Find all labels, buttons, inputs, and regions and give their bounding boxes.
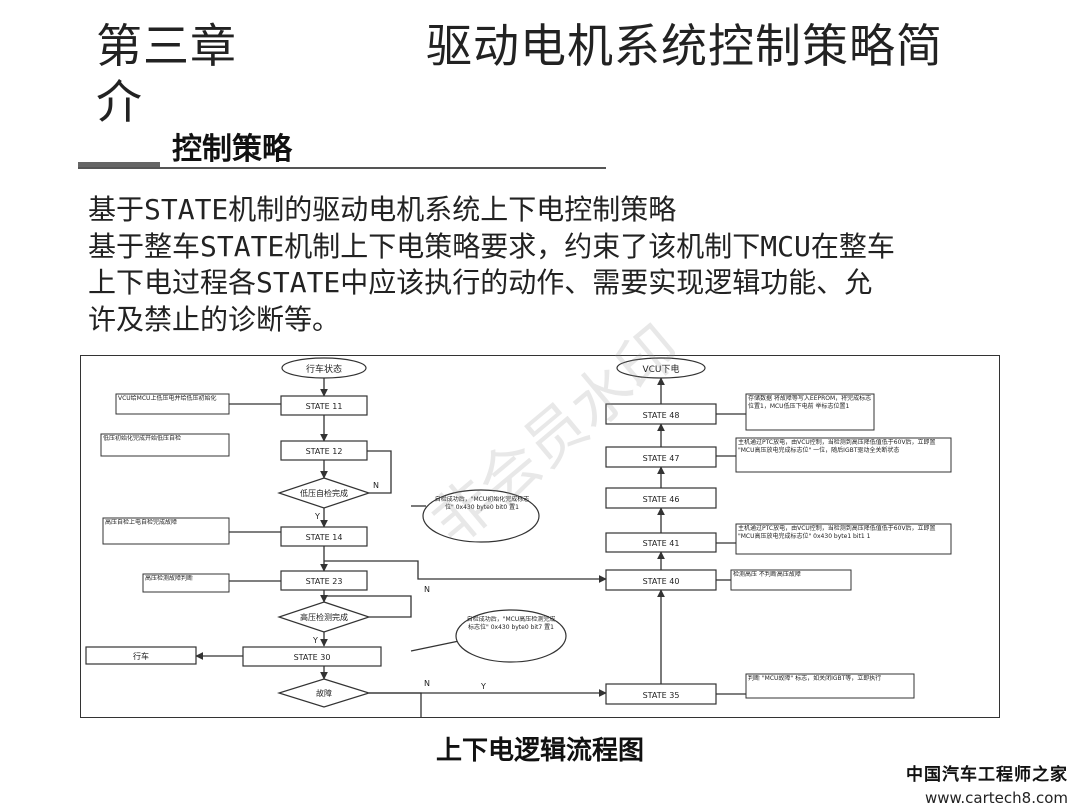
note-box: 主机通过PTC放电，由VCU控制，当检测到高压降低值低于60V后，立即置 "MC…	[735, 523, 952, 555]
decision-node: 故障	[276, 678, 372, 708]
right-column: VCU下电 STATE 48 STATE 47 STATE 46 STATE 4…	[605, 357, 952, 705]
connector-lines	[195, 377, 746, 717]
note-box: 存储数据 将故障等写入EEPROM，将完成标志位置1，MCU低压下电前 举标志位…	[745, 393, 875, 431]
callout-bubble: 自检成功后，"MCU高压检测完成标志位" 0x430 byte0 bit7 置1	[455, 609, 567, 663]
no-label: N	[373, 481, 379, 490]
note-text: 低压初始化完成开始低压自检	[103, 435, 182, 442]
chapter-heading: 驱动电机系统控制策略简	[426, 19, 943, 73]
state-box: STATE 40	[605, 569, 717, 591]
body-line: 上下电过程各STATE中应该执行的动作、需要实现逻辑功能、允	[88, 266, 873, 299]
callout-text: 自检成功后，"MCU高压检测完成标志位" 0x430 byte0 bit7 置1	[466, 616, 556, 631]
state-label: STATE 46	[643, 495, 680, 504]
yes-label: Y	[312, 636, 318, 645]
state-label: STATE 11	[306, 402, 343, 411]
state-label: STATE 48	[643, 411, 680, 420]
state-label: STATE 47	[643, 454, 680, 463]
body-line: 基于STATE机制的驱动电机系统上下电控制策略	[88, 193, 677, 226]
state-box: STATE 14	[280, 526, 368, 547]
note-text: VCU给MCU上低压电并给低压初始化	[118, 395, 217, 402]
state-box: STATE 23	[280, 570, 368, 591]
state-box: STATE 35	[605, 683, 717, 705]
note-box: VCU给MCU上低压电并给低压初始化	[115, 393, 230, 415]
state-box: STATE 46	[605, 487, 717, 509]
note-box: 高压检测故障判断	[142, 573, 230, 593]
note-box: 检测高压 不判断高压故障	[730, 569, 852, 591]
state-box: STATE 41	[605, 532, 717, 553]
body-line: 许及禁止的诊断等。	[88, 302, 341, 336]
state-label: STATE 30	[294, 653, 331, 662]
end-label: VCU下电	[642, 363, 679, 375]
decision-node: 低压自检完成	[277, 477, 371, 509]
no-label: N	[424, 585, 430, 594]
power-flow-diagram: 行车状态 STATE 11 STATE 12 低压自检完成 STATE 14 S…	[80, 355, 1000, 718]
flowchart-svg: 行车状态 STATE 11 STATE 12 低压自检完成 STATE 14 S…	[85, 357, 952, 717]
state-label: STATE 23	[306, 577, 343, 586]
note-box: 主机通过PTC放电，由VCU控制，当检测到高压降低值低于60V后，立即置 "MC…	[735, 437, 952, 473]
state-box: STATE 30	[242, 646, 382, 667]
brand-name: 中国汽车工程师之家	[906, 765, 1068, 785]
decision-label: 高压检测完成	[300, 612, 348, 622]
body-line: 基于整车STATE机制上下电策略要求，约束了该机制下MCU在整车	[88, 229, 895, 263]
decision-label: 低压自检完成	[300, 488, 348, 498]
decision-node: 高压检测完成	[277, 601, 371, 633]
state-box: STATE 48	[605, 403, 717, 425]
state-box: STATE 11	[280, 395, 368, 416]
callout-text: 自检成功后，"MCU初始化完成标志位" 0x430 byte0 bit0 置1	[434, 496, 530, 511]
note-text: 主机通过PTC放电，由VCU控制，当检测到高压降低值低于60V后，立即置 "MC…	[738, 525, 936, 540]
yes-label: Y	[314, 512, 320, 521]
body-text: 基于STATE机制的驱动电机系统上下电控制策略 基于整车STATE机制上下电策略…	[88, 192, 1028, 338]
note-box: 高压自检上电自检完成故障	[102, 517, 230, 545]
figure-caption: 上下电逻辑流程图	[435, 736, 644, 766]
state-box: STATE 12	[280, 440, 368, 461]
state-box: STATE 47	[605, 446, 717, 468]
drive-label: 行车	[133, 651, 149, 661]
note-text: 高压检测故障判断	[145, 575, 194, 582]
left-column: 行车状态 STATE 11 STATE 12 低压自检完成 STATE 14 S…	[85, 357, 567, 708]
note-text: 高压自检上电自检完成故障	[105, 519, 178, 526]
section-label: 控制策略	[172, 132, 292, 167]
callout-bubble: 自检成功后，"MCU初始化完成标志位" 0x430 byte0 bit0 置1	[422, 489, 540, 543]
chapter-heading-continued: 介	[96, 75, 143, 129]
state-label: STATE 14	[306, 533, 343, 542]
section-rule-accent	[78, 162, 160, 169]
yes-label: Y	[480, 682, 486, 691]
note-text: 判断 "MCU故障" 标志，如关闭IGBT等，立即执行	[748, 675, 882, 682]
note-text: 主机通过PTC放电，由VCU控制，当检测到高压降低值低于60V后，立即置 "MC…	[738, 439, 936, 454]
note-box: 低压初始化完成开始低压自检	[100, 433, 230, 457]
state-label: STATE 40	[643, 577, 680, 586]
drive-box: 行车	[85, 646, 197, 665]
chapter-title: 第三章 驱动电机系统控制策略简 介	[96, 18, 943, 130]
no-label: N	[424, 679, 430, 688]
note-text: 检测高压 不判断高压故障	[733, 571, 801, 578]
chapter-number: 第三章	[96, 19, 237, 73]
section-rule	[78, 167, 606, 169]
end-node: VCU下电	[616, 357, 706, 379]
start-label: 行车状态	[306, 363, 342, 375]
state-label: STATE 35	[643, 691, 680, 700]
state-label: STATE 12	[306, 447, 343, 456]
note-text: 存储数据 将故障等写入EEPROM，将完成标志位置1，MCU低压下电前 举标志位…	[748, 395, 872, 410]
note-box: 判断 "MCU故障" 标志，如关闭IGBT等，立即执行	[745, 673, 915, 699]
state-label: STATE 41	[643, 539, 680, 548]
brand-logo: 中国汽车工程师之家 www.cartech8.com	[906, 760, 1068, 807]
start-node: 行车状态	[281, 357, 367, 379]
brand-url: www.cartech8.com	[924, 789, 1068, 807]
decision-label: 故障	[316, 688, 332, 698]
